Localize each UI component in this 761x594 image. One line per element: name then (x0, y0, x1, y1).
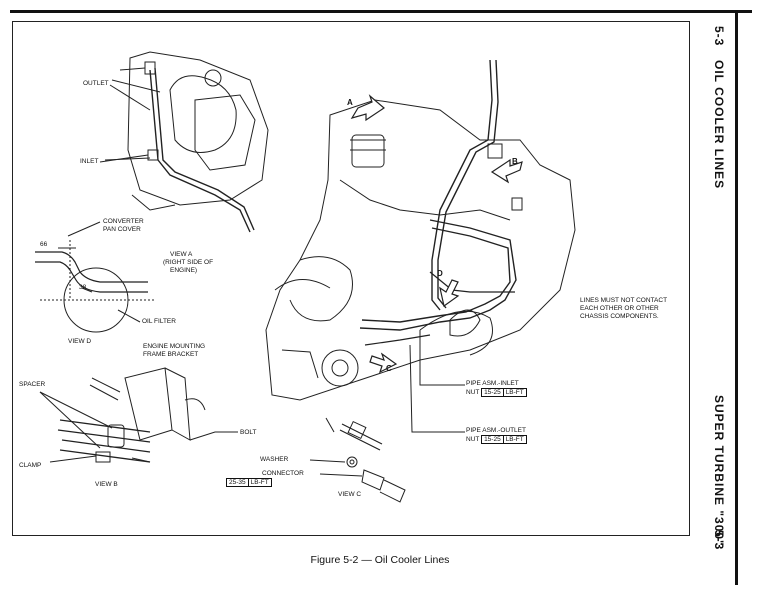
main-engine (265, 59, 576, 433)
torque-inlet-unit: LB-FT (503, 388, 527, 397)
label-view-a-1: VIEW A (170, 251, 193, 258)
label-engine-mounting: ENGINE MOUNTING (143, 343, 206, 350)
label-view-d: VIEW D (68, 338, 92, 345)
label-view-a-2: (RIGHT SIDE OF (163, 259, 214, 266)
letter-a: A (347, 98, 353, 107)
side-rule (735, 10, 738, 585)
label-oil-filter: OIL FILTER (142, 318, 176, 325)
label-inlet: INLET (80, 158, 99, 165)
letter-b: B (512, 157, 518, 166)
label-pipe-outlet: PIPE ASM.-OUTLET (466, 427, 526, 434)
label-dim-38: 38 (79, 284, 87, 291)
section-title: OIL COOLER LINES (712, 60, 726, 190)
label-bolt: BOLT (240, 429, 257, 436)
view-a-engine (104, 51, 269, 233)
label-clamp: CLAMP (19, 462, 42, 469)
label-view-c: VIEW C (338, 491, 362, 498)
view-c-fitting (309, 417, 406, 503)
letter-c: C (386, 364, 392, 373)
letter-d: D (437, 269, 443, 278)
label-converter: CONVERTER (103, 218, 144, 225)
torque-connector-unit: LB-FT (248, 478, 272, 487)
page-number-bottom: 5-3 (712, 530, 726, 551)
page-number-top: 5-3 (712, 26, 726, 47)
label-connector: CONNECTOR (262, 470, 304, 477)
label-washer: WASHER (260, 456, 289, 463)
book-title: SUPER TURBINE "300" (712, 395, 726, 547)
figure-caption: Figure 5-2 — Oil Cooler Lines (310, 554, 450, 566)
label-pan-cover: PAN COVER (103, 226, 141, 233)
label-nut-inlet: NUT (466, 389, 480, 396)
torque-outlet-unit: LB-FT (503, 435, 527, 444)
label-frame-bracket: FRAME BRACKET (143, 351, 199, 358)
top-rule (10, 10, 752, 13)
view-d-pan (35, 221, 155, 333)
note-line-1: LINES MUST NOT CONTACT (580, 297, 668, 304)
label-dim-66: 66 (40, 241, 48, 248)
label-pipe-inlet: PIPE ASM.-INLET (466, 380, 519, 387)
note-line-2: EACH OTHER OR OTHER (580, 305, 659, 312)
torque-outlet-value: 15-25 (481, 435, 504, 444)
label-view-b: VIEW B (95, 481, 118, 488)
label-outlet: OUTLET (83, 80, 109, 87)
view-b-bracket (39, 367, 238, 463)
label-view-a-3: ENGINE) (170, 267, 198, 274)
figure-frame (12, 21, 690, 536)
label-spacer: SPACER (19, 381, 46, 388)
note-line-3: CHASSIS COMPONENTS. (580, 313, 659, 320)
torque-inlet-value: 15-25 (481, 388, 504, 397)
torque-connector-value: 25-35 (226, 478, 249, 487)
label-nut-outlet: NUT (466, 436, 480, 443)
